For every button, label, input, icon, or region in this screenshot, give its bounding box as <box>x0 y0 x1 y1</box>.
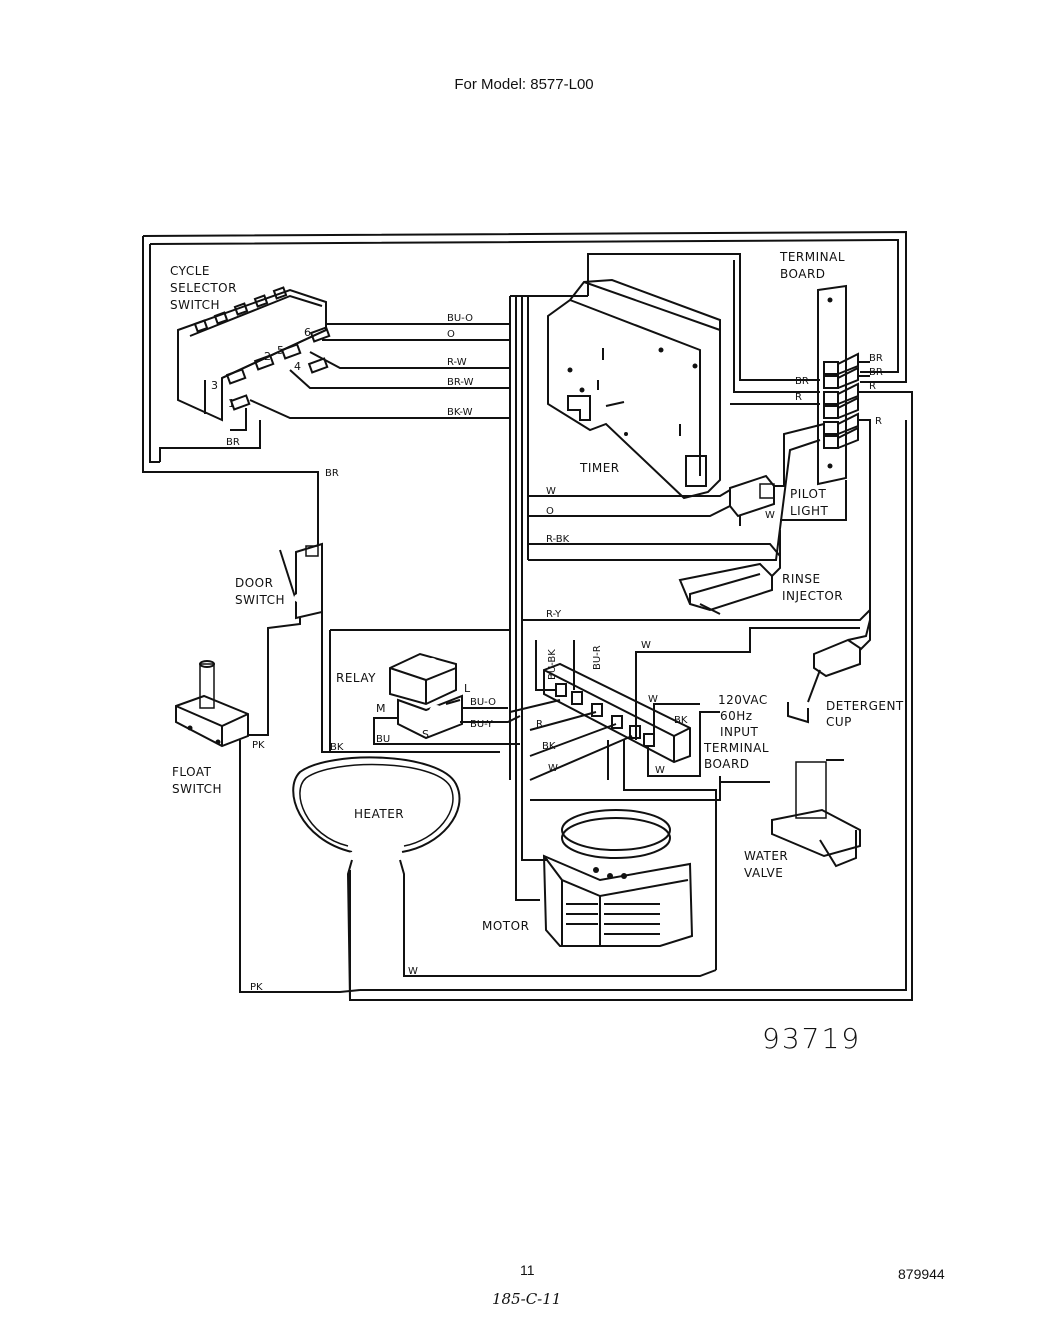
input-board-label-5: BOARD <box>704 757 750 771</box>
wire-label-br-tb1: BR <box>869 353 883 364</box>
heater <box>292 756 717 1001</box>
wire-label-r-tb3: R <box>875 416 882 427</box>
heater-label: HEATER <box>354 807 404 821</box>
wire-label-bu-o-relay: BU-O <box>470 697 496 708</box>
wire-label-bu-r: BU-R <box>592 645 603 670</box>
terminal-2: 2 <box>264 350 271 363</box>
terminal-board <box>349 284 913 1001</box>
terminal-3: 3 <box>211 379 218 392</box>
wire-label-r-y: R-Y <box>546 609 562 620</box>
input-board-label-3: INPUT <box>720 725 759 739</box>
terminal-4: 4 <box>294 360 301 373</box>
wire-label-r-input: R <box>536 719 543 730</box>
terminal-board-label-1: TERMINAL <box>779 250 845 264</box>
water-valve-label-1: WATER <box>744 849 788 863</box>
cycle-selector-switch <box>177 286 331 422</box>
wire-label-w-pilot: W <box>765 510 775 521</box>
wire-label-o-timer: O <box>546 506 554 517</box>
pilot-light-label-1: PILOT <box>790 487 826 501</box>
cycle-selector-label-2: SELECTOR <box>170 281 237 295</box>
wire-label-r-tb1: R <box>795 392 802 403</box>
input-board-label-4: TERMINAL <box>703 741 769 755</box>
wire-label-bu-o: BU-O <box>447 313 473 324</box>
relay-terminal-l: L <box>464 682 471 695</box>
terminal-1: 1 <box>228 397 235 410</box>
timer <box>547 278 721 500</box>
wire-label-bu: BU <box>376 734 390 745</box>
wire-label-br-tb2: BR <box>795 376 809 387</box>
wire-label-br-w: BR-W <box>447 377 474 388</box>
wire-label-bk-input: BK <box>542 741 556 752</box>
wire-label-r-tb2: R <box>869 381 876 392</box>
cycle-selector-label-1: CYCLE <box>170 264 210 278</box>
detergent-cup <box>787 619 871 724</box>
pilot-light-label-2: LIGHT <box>790 504 829 518</box>
wire-label-br-door: BR <box>325 468 339 479</box>
timer-label: TIMER <box>579 461 620 475</box>
float-switch-label-2: SWITCH <box>172 782 222 796</box>
page-title: For Model: 8577-L00 <box>454 76 594 93</box>
handwritten-note: 185-C-11 <box>492 1290 562 1308</box>
wire-label-w-timer: W <box>546 486 556 497</box>
page-number: 11 <box>520 1262 535 1278</box>
wire-label-bk-input2: BK <box>674 715 688 726</box>
motor-label: MOTOR <box>482 919 529 933</box>
wire-label-bu-bk: BU-BK <box>547 649 558 680</box>
relay <box>389 652 463 740</box>
relay-terminal-s: S <box>422 728 429 741</box>
part-number: 879944 <box>898 1266 945 1282</box>
wire-label-bk-w: BK-W <box>447 407 473 418</box>
wire-label-w-heater: W <box>408 966 418 977</box>
wire-label-pk-2: PK <box>250 982 263 993</box>
door-switch-label-1: DOOR <box>235 576 273 590</box>
water-valve-label-2: VALVE <box>744 866 783 880</box>
wire-label-r-bk: R-BK <box>546 534 570 545</box>
terminal-6: 6 <box>304 326 311 339</box>
rinse-injector-label-2: INJECTOR <box>782 589 843 603</box>
wire-label-bk-relay: BK <box>330 742 344 753</box>
wire-label-w-upper: W <box>641 640 651 651</box>
drawing-number: 93719 <box>762 1022 862 1055</box>
relay-terminal-m: M <box>376 702 386 715</box>
wire-label-w-input3: W <box>655 765 665 776</box>
wire-label-o: O <box>447 329 455 340</box>
rinse-injector <box>678 530 781 615</box>
motor <box>542 809 694 947</box>
door-switch <box>248 500 500 753</box>
wire-label-bu-y: BU-Y <box>470 719 494 730</box>
water-valve <box>719 745 861 868</box>
selector-wires <box>230 323 510 431</box>
terminal-board-label-2: BOARD <box>780 267 826 281</box>
input-board-label-1: 120VAC <box>718 693 768 707</box>
wire-label-w-input: W <box>548 763 558 774</box>
relay-label: RELAY <box>336 671 376 685</box>
wire-label-r-w: R-W <box>447 357 467 368</box>
wire-label-br-selector: BR <box>226 437 240 448</box>
terminal-5: 5 <box>277 344 284 357</box>
rinse-injector-label-1: RINSE <box>782 572 821 586</box>
detergent-cup-label-1: DETERGENT <box>826 699 904 713</box>
input-board-label-2: 60Hz <box>720 709 753 723</box>
harness-bundle <box>509 253 820 901</box>
pilot-light <box>729 423 847 526</box>
cycle-selector-label-3: SWITCH <box>170 298 220 312</box>
wire-label-br-tb3: BR <box>869 367 883 378</box>
wire-label-pk-1: PK <box>252 740 265 751</box>
wire-label-w-input2: W <box>648 694 658 705</box>
door-switch-label-2: SWITCH <box>235 593 285 607</box>
detergent-cup-label-2: CUP <box>826 715 852 729</box>
float-switch-label-1: FLOAT <box>172 765 212 779</box>
input-terminal-board <box>509 627 860 781</box>
